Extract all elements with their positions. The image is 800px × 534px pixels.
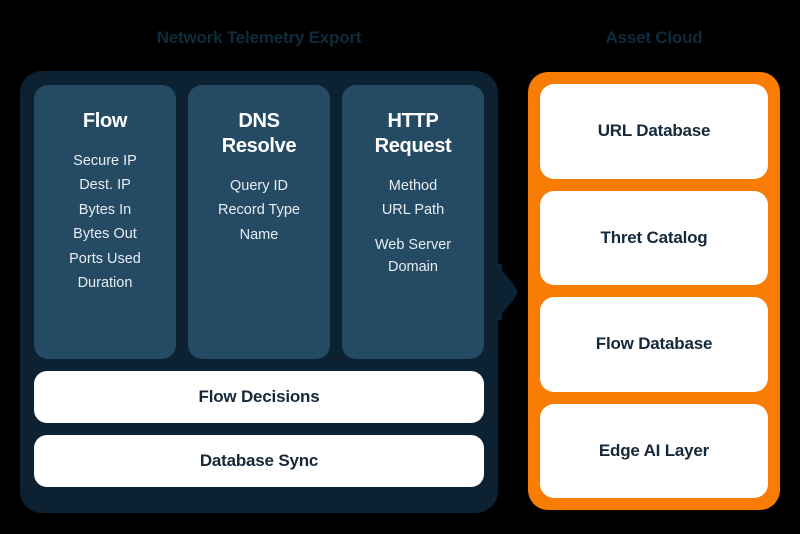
telemetry-card-flow-heading: Flow	[82, 110, 128, 132]
asset-card-url-database[interactable]: URL Database	[540, 84, 768, 179]
left-section-title: Network Telemetry Export	[156, 28, 362, 47]
field-item: URL Path	[381, 202, 445, 219]
asset-card-thret-catalog-label: Thret Catalog	[600, 227, 708, 247]
right-section-title: Asset Cloud	[605, 28, 703, 47]
field-item: Bytes Out	[73, 226, 137, 243]
telemetry-card-flow[interactable]: Flow Secure IP Dest. IP Bytes In Bytes O…	[34, 85, 176, 359]
asset-cloud-panel: URL Database Thret Catalog Flow Database…	[528, 72, 780, 510]
arrow-right-icon	[496, 264, 518, 320]
field-item: Dest. IP	[79, 177, 131, 194]
bar-database-sync-label: Database Sync	[199, 451, 319, 470]
bar-flow-decisions[interactable]: Flow Decisions	[34, 371, 484, 423]
field-item: Secure IP	[73, 153, 137, 169]
field-item: Bytes In	[78, 201, 132, 218]
telemetry-bars: Flow Decisions Database Sync	[34, 371, 484, 487]
field-item: Record Type	[218, 202, 300, 219]
asset-card-url-database-label: URL Database	[597, 121, 711, 141]
asset-card-edge-ai-layer[interactable]: Edge AI Layer	[540, 403, 768, 498]
network-telemetry-panel: Flow Secure IP Dest. IP Bytes In Bytes O…	[20, 71, 498, 513]
telemetry-card-dns-resolve-heading: DNS Resolve	[221, 110, 297, 157]
telemetry-card-dns-resolve[interactable]: DNS Resolve Query ID Record Type Name	[188, 85, 330, 359]
telemetry-card-http-request-fields: Method URL Path Web Server Domain	[375, 175, 451, 279]
field-item: Web Server Domain	[374, 236, 452, 276]
field-item: Query ID	[229, 178, 288, 194]
asset-card-thret-catalog[interactable]: Thret Catalog	[540, 190, 768, 285]
bar-flow-decisions-label: Flow Decisions	[198, 387, 320, 406]
field-item: Ports Used	[69, 250, 141, 267]
telemetry-card-dns-resolve-fields: Query ID Record Type Name	[218, 175, 300, 246]
telemetry-card-http-request-heading: HTTP Request	[374, 110, 452, 157]
field-item: Name	[239, 226, 279, 243]
field-item: Duration	[77, 275, 133, 292]
telemetry-cards-row: Flow Secure IP Dest. IP Bytes In Bytes O…	[34, 85, 484, 359]
bar-database-sync[interactable]: Database Sync	[34, 435, 484, 487]
asset-card-flow-database[interactable]: Flow Database	[540, 297, 768, 392]
asset-card-flow-database-label: Flow Database	[595, 334, 713, 354]
field-item: Method	[388, 178, 438, 194]
telemetry-card-http-request[interactable]: HTTP Request Method URL Path Web Server …	[342, 85, 484, 359]
telemetry-card-flow-fields: Secure IP Dest. IP Bytes In Bytes Out Po…	[69, 150, 141, 295]
asset-card-edge-ai-layer-label: Edge AI Layer	[598, 440, 710, 460]
